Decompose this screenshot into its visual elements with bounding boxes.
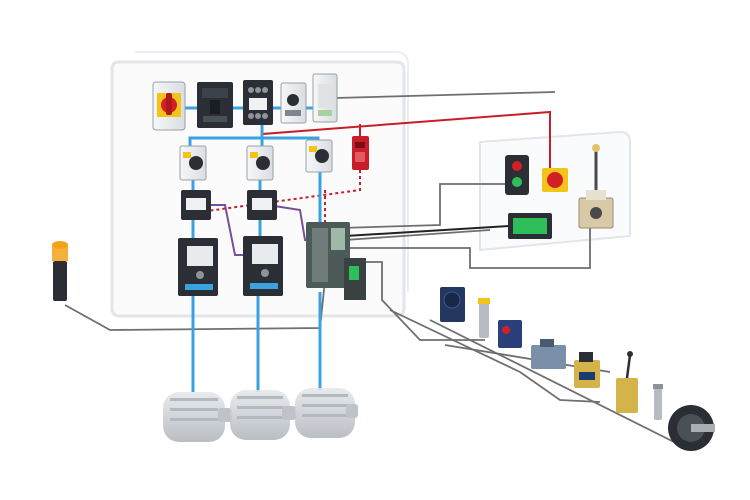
electric-motor-icon — [295, 388, 358, 438]
contactor-icon — [243, 80, 273, 125]
motor-starter-icon — [305, 139, 333, 173]
emergency-stop-icon — [542, 168, 568, 192]
circuit-breaker-icon — [197, 82, 233, 128]
hmi-cable — [344, 225, 511, 237]
signal-wiring — [64, 91, 691, 451]
contactor-icon — [247, 190, 277, 220]
photoelectric-sensor-icon — [498, 320, 522, 348]
power-bus — [185, 106, 322, 392]
electric-motor-icon — [163, 392, 232, 442]
motor-starter-icon — [246, 145, 274, 181]
signal-beacon-icon — [52, 241, 68, 301]
position-switch-icon — [574, 352, 600, 388]
safety-relay-icon — [352, 136, 369, 170]
pressure-sensor-icon — [653, 384, 663, 420]
variable-speed-drive-icon — [243, 236, 283, 296]
motor-circuit-breaker-icon — [280, 82, 307, 124]
electric-motor-icon — [230, 390, 296, 440]
limit-switch-lever-icon — [616, 351, 638, 413]
power-supply-icon — [312, 73, 338, 123]
hmi-display-icon — [508, 213, 552, 239]
push-button-station-icon — [505, 155, 529, 195]
limit-switch-icon — [531, 339, 566, 369]
plc-controller-icon — [306, 222, 366, 300]
rotary-disconnect-switch-icon — [152, 81, 186, 131]
cylindrical-sensor-icon — [478, 298, 490, 338]
rotary-encoder-icon — [668, 405, 715, 451]
variable-speed-drive-icon — [178, 238, 218, 296]
inductive-sensor-icon — [440, 287, 465, 322]
joystick-controller-icon — [578, 144, 614, 229]
motor-starter-icon — [179, 145, 207, 181]
contactor-icon — [181, 190, 211, 220]
